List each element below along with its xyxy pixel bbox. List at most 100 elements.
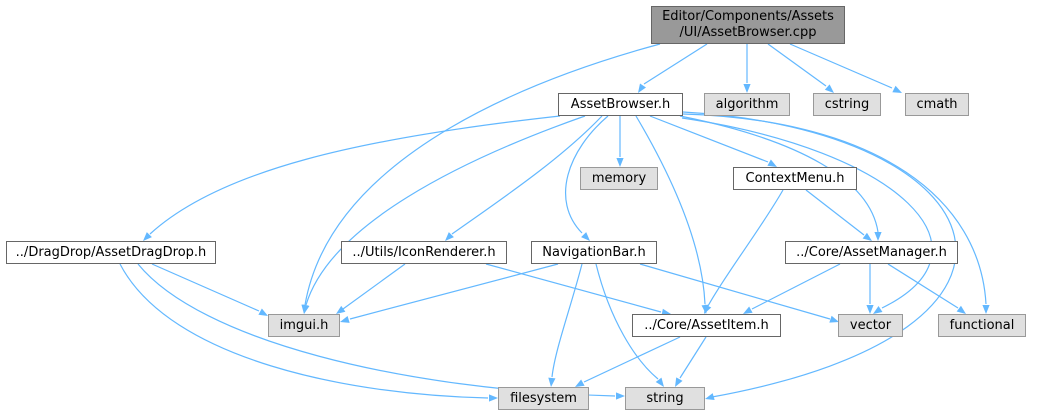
- node-assetitem-h[interactable]: ../Core/AssetItem.h: [632, 314, 781, 337]
- edge-assetitem_h-to-string: [675, 336, 707, 387]
- edge-assetbrowser_h-to-assetmanager_h: [679, 115, 882, 241]
- edge-assetbrowser_h-to-contextmenu_h: [649, 115, 777, 167]
- node-cmath: cmath: [905, 93, 969, 116]
- node-cstring: cstring: [813, 93, 881, 116]
- edge-arrowhead: [862, 232, 872, 241]
- edge-line: [805, 189, 865, 236]
- edge-assetmanager_h-to-vector: [866, 264, 874, 314]
- edge-arrowhead: [616, 158, 624, 167]
- edge-line: [767, 43, 827, 87]
- edge-assetbrowser_h-to-vector: [681, 117, 933, 314]
- edge-arrowhead: [675, 377, 683, 387]
- edge-line: [649, 115, 769, 163]
- edge-arrowhead: [489, 394, 498, 402]
- node-label: ../Core/AssetItem.h: [644, 317, 769, 333]
- edge-line: [681, 117, 933, 309]
- node-label: ../Core/AssetManager.h: [796, 244, 947, 260]
- edge-root-to-algorithm: [743, 44, 751, 93]
- node-assetmanager-h[interactable]: ../Core/AssetManager.h: [785, 241, 958, 264]
- edge-line: [485, 263, 662, 313]
- edge-arrowhead: [445, 232, 454, 241]
- node-label: functional: [949, 317, 1015, 333]
- edge-navigationbar_h-to-vector: [639, 263, 839, 323]
- node-assetbrowser-h[interactable]: AssetBrowser.h: [558, 93, 683, 116]
- edge-line: [551, 263, 583, 378]
- edge-arrowhead: [982, 305, 990, 314]
- edge-navigationbar_h-to-imgui_h: [340, 263, 559, 323]
- edge-arrowhead: [336, 305, 346, 314]
- edge-assetbrowser_h-to-string: [682, 111, 957, 400]
- edge-assetbrowser_h-to-memory: [616, 116, 624, 167]
- edge-arrowhead: [743, 84, 751, 93]
- edge-arrowhead: [616, 392, 625, 400]
- edge-arrowhead: [638, 83, 646, 93]
- edge-line: [635, 115, 706, 305]
- edge-arrowhead: [873, 306, 883, 314]
- edge-line: [682, 111, 957, 398]
- node-label: ../DragDrop/AssetDragDrop.h: [15, 244, 207, 260]
- node-memory: memory: [580, 167, 658, 190]
- node-label: memory: [591, 170, 647, 186]
- node-string: string: [625, 387, 705, 410]
- edge-line: [119, 263, 489, 399]
- edge-contextmenu_h-to-assetitem_h: [704, 189, 784, 314]
- edge-assetbrowser_h-to-iconrenderer_h: [445, 115, 603, 241]
- edge-arrowhead: [829, 315, 839, 323]
- node-navigationbar-h[interactable]: NavigationBar.h: [531, 241, 657, 264]
- edge-line: [583, 336, 681, 383]
- node-label: filesystem: [510, 390, 577, 406]
- node-iconrenderer-h[interactable]: ../Utils/IconRenderer.h: [341, 241, 507, 264]
- edge-line: [679, 115, 879, 233]
- edge-contextmenu_h-to-assetmanager_h: [805, 189, 872, 241]
- edge-arrowhead: [892, 85, 902, 93]
- edge-arrowhead: [581, 232, 590, 241]
- edge-line: [304, 43, 661, 306]
- edge-arrowhead: [258, 308, 268, 316]
- edge-line: [679, 336, 707, 379]
- edge-root-to-cmath: [789, 43, 902, 93]
- edge-assetbrowser_h-to-imgui_h: [302, 115, 586, 314]
- node-label: algorithm: [715, 96, 779, 112]
- node-functional: functional: [938, 314, 1026, 337]
- edge-arrowhead: [874, 232, 882, 241]
- edge-line: [887, 263, 959, 309]
- edge-arrowhead: [548, 377, 556, 387]
- edge-line: [595, 263, 659, 380]
- node-label: AssetBrowser.h: [570, 96, 671, 112]
- node-label: /UI/AssetBrowser.cpp: [679, 25, 817, 40]
- edge-arrowhead: [143, 232, 152, 241]
- edge-assetbrowser_h-to-dragdrop_h: [143, 115, 561, 241]
- node-contextmenu-h[interactable]: ContextMenu.h: [733, 167, 857, 190]
- node-label: NavigationBar.h: [542, 244, 646, 260]
- edge-line: [643, 43, 708, 85]
- edge-root-to-assetbrowser_h: [638, 43, 708, 93]
- edge-arrowhead: [655, 377, 664, 387]
- edge-line: [349, 263, 559, 320]
- edge-line: [451, 115, 603, 235]
- edge-arrowhead: [743, 306, 753, 314]
- edge-assetmanager_h-to-functional: [887, 263, 966, 314]
- edge-arrowhead: [575, 379, 585, 387]
- edge-navigationbar_h-to-string: [595, 263, 664, 387]
- node-imgui-h: imgui.h: [268, 314, 340, 337]
- edge-arrowhead: [704, 304, 712, 314]
- edge-line: [639, 263, 831, 320]
- node-dragdrop-h[interactable]: ../DragDrop/AssetDragDrop.h: [6, 241, 216, 264]
- edge-line: [149, 115, 561, 235]
- edge-dragdrop_h-to-filesystem: [119, 263, 498, 402]
- edge-assetbrowser_h-to-navigationbar_h: [565, 115, 609, 241]
- edge-line: [707, 189, 784, 307]
- node-label: cmath: [916, 96, 958, 112]
- edge-line: [751, 263, 841, 310]
- edge-line: [789, 43, 893, 89]
- node-vector: vector: [838, 314, 903, 337]
- edge-root-to-cstring: [767, 43, 834, 93]
- node-label: ContextMenu.h: [745, 170, 845, 186]
- edge-dragdrop_h-to-imgui_h: [151, 263, 268, 316]
- edge-navigationbar_h-to-filesystem: [548, 263, 583, 387]
- edge-iconrenderer_h-to-imgui_h: [336, 263, 406, 314]
- node-filesystem: filesystem: [498, 387, 589, 410]
- node-label: ../Utils/IconRenderer.h: [352, 244, 496, 260]
- node-algorithm: algorithm: [704, 93, 790, 116]
